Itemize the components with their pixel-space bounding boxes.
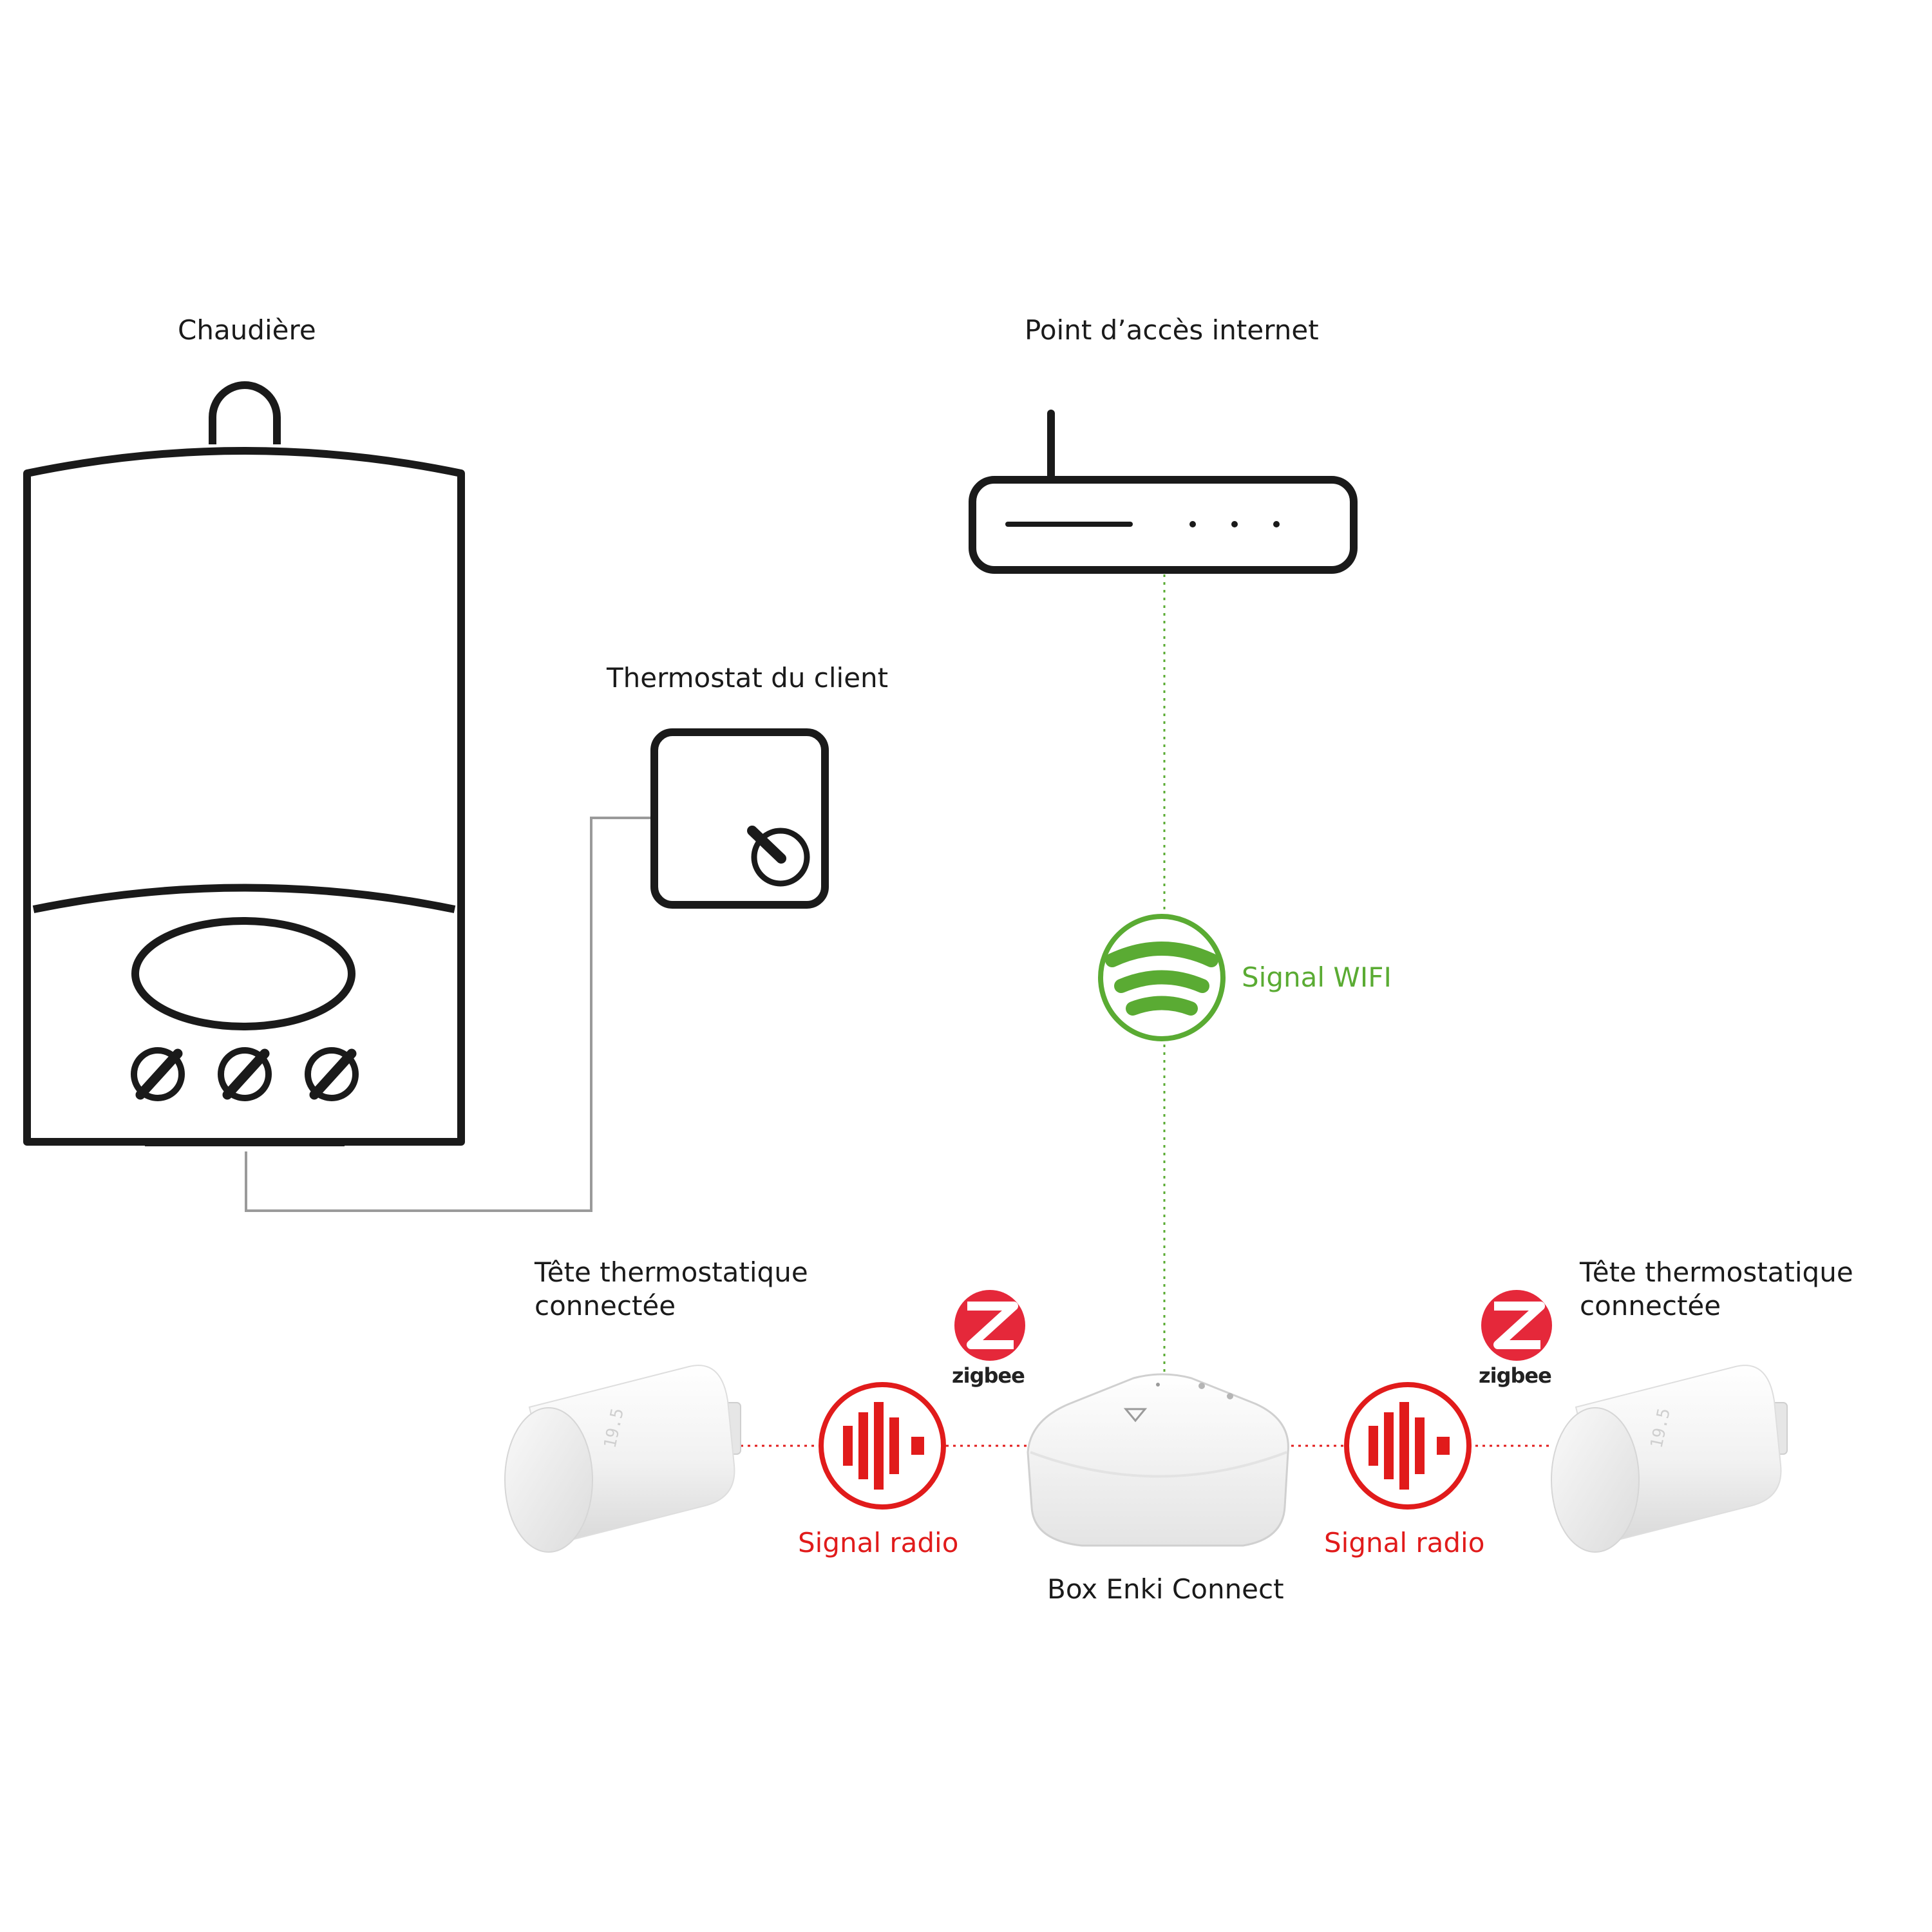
wifi-signal-label: Signal WIFI: [1242, 961, 1392, 993]
boiler-knob-2: [218, 1047, 272, 1101]
router-label: Point d’accès internet: [1025, 314, 1319, 346]
radio-signal-label-left: Signal radio: [798, 1527, 959, 1558]
boiler-thermostat-wire: [245, 817, 654, 1212]
boiler-icon: [23, 381, 465, 1146]
radio-signal-icon: [819, 1382, 946, 1510]
boiler-label: Chaudière: [178, 314, 316, 346]
box-label: Box Enki Connect: [1047, 1573, 1284, 1605]
trv-left-label-line1: Tête thermostatique: [535, 1256, 808, 1288]
radio-signal-label-right: Signal radio: [1324, 1527, 1485, 1558]
zigbee-label-right: zigbee: [1479, 1363, 1552, 1388]
thermostat-icon: [650, 728, 829, 909]
thermostatic-head: 19.5: [1551, 1365, 1788, 1553]
thermostat-label: Thermostat du client: [607, 662, 889, 694]
boiler-knob-3: [305, 1047, 359, 1101]
zigbee-logo: [1481, 1290, 1552, 1361]
router-icon: [969, 410, 1358, 574]
thermostatic-head: 19.5: [504, 1365, 741, 1553]
enki-connect-box: [1027, 1373, 1289, 1547]
zigbee-logo: [954, 1290, 1025, 1361]
wifi-signal-icon: [1098, 914, 1226, 1041]
radio-signal-icon: [1344, 1382, 1472, 1510]
trv-right-label-line1: Tête thermostatique: [1580, 1256, 1853, 1288]
zigbee-label-left: zigbee: [952, 1363, 1025, 1388]
boiler-knob-1: [131, 1047, 185, 1101]
trv-right-label-line2: connectée: [1580, 1290, 1721, 1321]
trv-left-label-line2: connectée: [535, 1290, 676, 1321]
